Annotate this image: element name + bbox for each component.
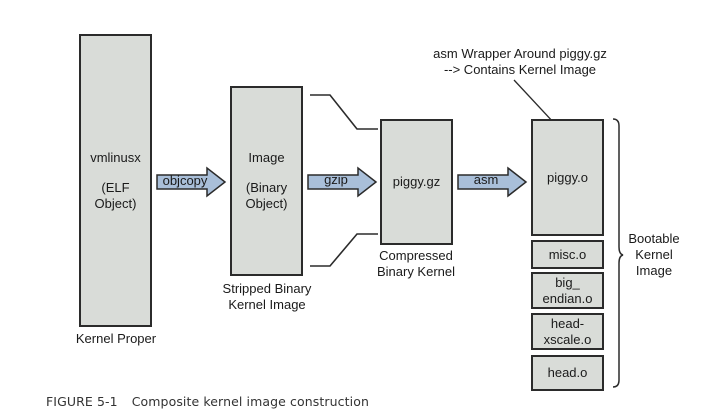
gzip-arrow: gzip [306,166,378,198]
figure-caption: FIGURE 5-1 Composite kernel image constru… [46,394,369,409]
annotation-line1: asm Wrapper Around piggy.gz [433,46,607,61]
bootable-kernel-image-label: Bootable Kernel Image [620,231,688,279]
head-xscale-o-box: head- xscale.o [531,313,604,350]
compress-connector-bottom [310,233,378,267]
big-endian-o-line1: big_ [555,274,580,290]
piggy-o-name: piggy.o [547,169,588,185]
vmlinux-type-line2: Object) [94,195,137,211]
arrow-right-icon [156,166,227,198]
compressed-binary-label: Compressed Binary Kernel [366,248,466,280]
stripped-binary-label: Stripped Binary Kernel Image [212,281,322,313]
head-o-box: head.o [531,355,604,391]
vmlinux-name: vmlinusx [90,149,141,165]
bootable-label-line3: Image [635,263,673,278]
big-endian-o-line2: endian.o [542,290,593,306]
piggy-gz-box: piggy.gz [380,119,453,245]
stripped-binary-label-line2: Kernel Image [228,297,306,312]
bootable-label-line1: Bootable [628,231,680,246]
compress-connector-top [310,94,378,130]
arrow-right-icon [307,166,378,198]
image-type-line2: Object) [245,196,288,211]
arrow-right-icon [457,166,528,198]
bootable-label-line2: Kernel [635,247,673,262]
annotation-line2: --> Contains Kernel Image [443,62,597,77]
image-box: Image (Binary Object) [230,86,303,276]
piggy-gz-name: piggy.gz [392,174,441,189]
asm-label: asm [473,172,499,187]
kernel-proper-label: Kernel Proper [75,331,157,346]
vmlinux-box: vmlinusx (ELF Object) [79,34,152,327]
piggy-o-box: piggy.o [531,119,604,236]
figure-title: Composite kernel image construction [131,394,369,409]
compressed-binary-label-line1: Compressed [379,248,453,263]
misc-o-name: misc.o [548,246,587,262]
big-endian-o-box: big_ endian.o [531,272,604,309]
head-xscale-o-line2: xscale.o [543,331,592,347]
vmlinux-type-line1: (ELF [101,179,130,195]
figure-number: FIGURE 5-1 [46,394,118,409]
asm-arrow: asm [456,166,528,198]
compressed-binary-label-line2: Binary Kernel [376,264,456,279]
head-o-name: head.o [547,365,588,380]
objcopy-label: objcopy [162,173,208,188]
bootable-image-brace [612,118,624,388]
objcopy-arrow: objcopy [155,166,227,198]
asm-wrapper-annotation: asm Wrapper Around piggy.gz --> Contains… [420,46,620,78]
image-name: Image [248,150,285,165]
misc-o-box: misc.o [531,240,604,269]
image-type-line1: (Binary [245,180,288,195]
stripped-binary-label-line1: Stripped Binary [222,281,312,296]
head-xscale-o-line1: head- [550,315,585,331]
gzip-label: gzip [324,172,348,187]
